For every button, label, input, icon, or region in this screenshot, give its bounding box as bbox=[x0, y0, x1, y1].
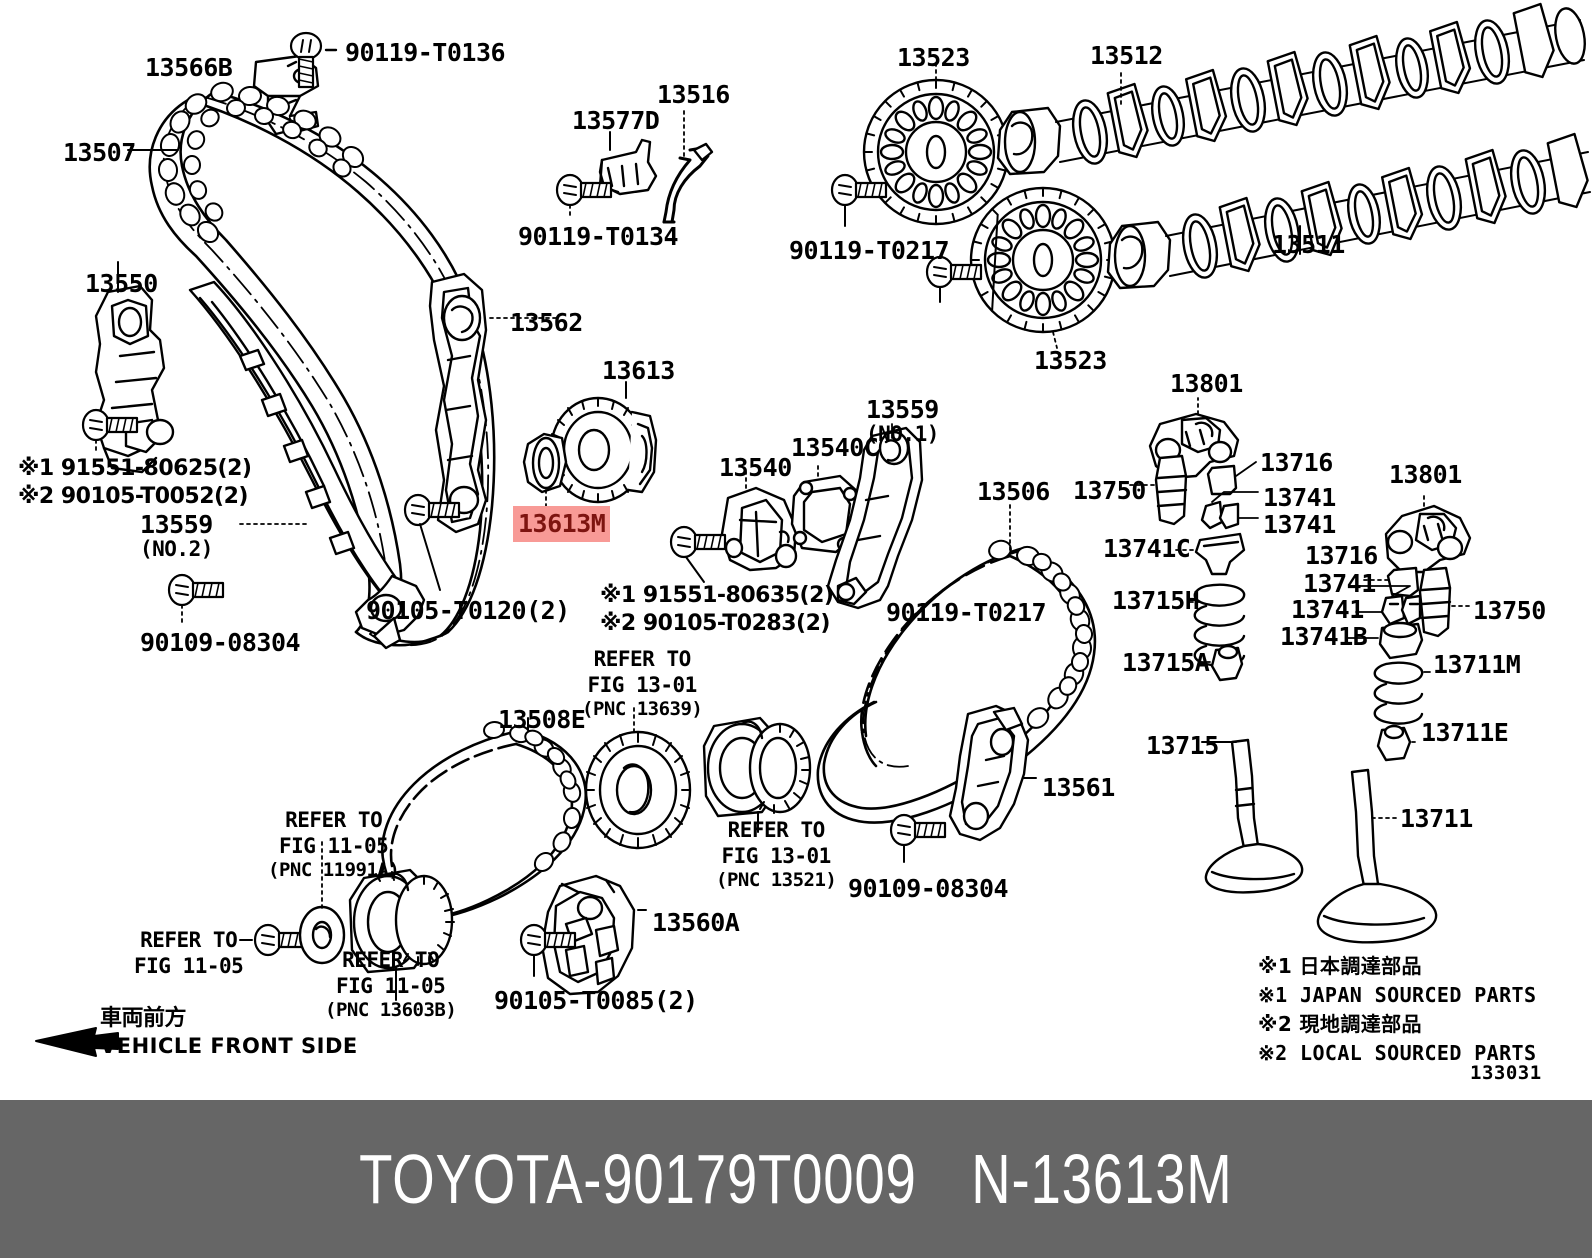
refer-to-figure: FIG 13-01 bbox=[721, 843, 832, 868]
refer-to-line-1: REFER TO bbox=[342, 948, 440, 972]
part-label-13801[interactable]: 13801 bbox=[1170, 369, 1243, 398]
part-label-90109-08304[interactable]: 90109-08304 bbox=[848, 874, 1009, 903]
legend-line-1: ※1 日本調達部品 bbox=[1258, 954, 1422, 978]
part-label-90105-t0120-2[interactable]: 90105-T0120(2) bbox=[366, 596, 570, 625]
part-label-13540[interactable]: 13540 bbox=[719, 453, 792, 482]
part-label-13560a[interactable]: 13560A bbox=[652, 908, 740, 937]
vehicle-front-note: 車両前方 VEHICLE FRONT SIDE bbox=[100, 1005, 358, 1059]
asterisk-note-block: ※1 91551-80625(2)※2 90105-T0052(2) bbox=[18, 455, 252, 510]
part-label-13561[interactable]: 13561 bbox=[1042, 773, 1115, 802]
part-label-90109-08304[interactable]: 90109-08304 bbox=[140, 628, 301, 657]
part-label-90119-t0217[interactable]: 90119-T0217 bbox=[789, 236, 950, 265]
part-label-13716[interactable]: 13716 bbox=[1260, 448, 1333, 477]
part-label-13741[interactable]: 13741 bbox=[1263, 510, 1336, 539]
part-label-13741[interactable]: 13741 bbox=[1263, 483, 1336, 512]
footer-ref-code: 13613M bbox=[1030, 1140, 1233, 1218]
part-label-13508e[interactable]: 13508E bbox=[498, 705, 586, 734]
refer-to-pnc: (PNC 11991A) bbox=[268, 859, 400, 882]
refer-to-figure: FIG 11-05 bbox=[278, 833, 389, 858]
asterisk-note-line: ※1 91551-80635(2) bbox=[600, 583, 834, 608]
part-label-13506[interactable]: 13506 bbox=[977, 477, 1050, 506]
refer-to-figure: FIG 11-05 bbox=[335, 973, 446, 998]
legend-line-3: ※2 現地調達部品 bbox=[1258, 1012, 1422, 1036]
part-label-13741[interactable]: 13741 bbox=[1303, 569, 1376, 598]
legend-line-4: ※2 LOCAL SOURCED PARTS bbox=[1258, 1041, 1537, 1065]
legend-line-2: ※1 JAPAN SOURCED PARTS bbox=[1258, 983, 1537, 1007]
refer-to-line-1: REFER TO bbox=[140, 928, 238, 952]
part-label-13507[interactable]: 13507 bbox=[63, 138, 136, 167]
part-label-13750[interactable]: 13750 bbox=[1073, 476, 1146, 505]
part-label-13566b[interactable]: 13566B bbox=[145, 53, 233, 82]
part-label-qualifier: (NO.2) bbox=[140, 537, 213, 562]
refer-to-pnc: (PNC 13603B) bbox=[325, 999, 457, 1022]
part-label-13511[interactable]: 13511 bbox=[1272, 230, 1345, 259]
part-label-13523[interactable]: 13523 bbox=[897, 43, 970, 72]
part-label-13577d[interactable]: 13577D bbox=[572, 106, 660, 135]
part-label-13741[interactable]: 13741 bbox=[1291, 595, 1364, 624]
part-label-13559[interactable]: 13559 bbox=[866, 395, 939, 424]
asterisk-note-block: ※1 91551-80635(2)※2 90105-T0283(2) bbox=[600, 582, 834, 637]
part-label-13716[interactable]: 13716 bbox=[1305, 541, 1378, 570]
part-label-13523[interactable]: 13523 bbox=[1034, 346, 1107, 375]
part-label-90119-t0134[interactable]: 90119-T0134 bbox=[518, 222, 679, 251]
vehicle-front-note-en: VEHICLE FRONT SIDE bbox=[100, 1033, 358, 1058]
refer-to-pnc: (PNC 13639) bbox=[582, 698, 703, 721]
part-label-13711[interactable]: 13711 bbox=[1400, 804, 1473, 833]
refer-to-line-1: REFER TO bbox=[593, 647, 692, 671]
asterisk-note-line: ※2 90105-T0052(2) bbox=[18, 483, 248, 509]
part-label-13540c[interactable]: 13540C bbox=[791, 433, 879, 462]
diagram-artwork bbox=[35, 2, 1591, 1057]
part-label-13715h[interactable]: 13715H bbox=[1112, 586, 1200, 615]
part-label-90119-t0217[interactable]: 90119-T0217 bbox=[886, 598, 1047, 627]
footer-dash-1: - bbox=[583, 1140, 603, 1218]
footer-dash-2: - bbox=[1011, 1140, 1031, 1218]
sourcing-legend: ※1 日本調達部品 ※1 JAPAN SOURCED PARTS ※2 現地調達… bbox=[1258, 952, 1536, 1068]
part-label-13613[interactable]: 13613 bbox=[602, 356, 675, 385]
vehicle-front-note-jp: 車両前方 bbox=[100, 1006, 187, 1031]
refer-to-pnc: (PNC 13521) bbox=[716, 869, 837, 892]
part-label-13550[interactable]: 13550 bbox=[85, 269, 158, 298]
footer-brand: TOYOTA bbox=[359, 1140, 584, 1218]
part-label-13750[interactable]: 13750 bbox=[1473, 596, 1546, 625]
part-label-13741b[interactable]: 13741B bbox=[1280, 622, 1368, 651]
footer-ref-prefix: N bbox=[971, 1140, 1012, 1218]
footer-part-number: 90179T0009 bbox=[602, 1140, 917, 1218]
part-label-13512[interactable]: 13512 bbox=[1090, 41, 1163, 70]
part-label-13711m[interactable]: 13711M bbox=[1433, 650, 1521, 679]
part-label-13562[interactable]: 13562 bbox=[510, 308, 583, 337]
part-label-13741c[interactable]: 13741C bbox=[1103, 534, 1191, 563]
refer-to-line-1: REFER TO bbox=[285, 808, 383, 832]
refer-to-figure: FIG 11-05 bbox=[134, 953, 244, 978]
part-label-qualifier: (NO.1) bbox=[866, 422, 939, 447]
part-label-90105-t0085-2[interactable]: 90105-T0085(2) bbox=[494, 986, 698, 1015]
asterisk-note-line: ※1 91551-80625(2) bbox=[18, 456, 252, 481]
part-label-13715a[interactable]: 13715A bbox=[1122, 648, 1210, 677]
part-label-13801[interactable]: 13801 bbox=[1389, 460, 1462, 489]
part-label-13715[interactable]: 13715 bbox=[1146, 731, 1219, 760]
part-label-group-13559: 13559(NO.1) bbox=[866, 395, 939, 447]
part-label-13516[interactable]: 13516 bbox=[657, 80, 730, 109]
refer-to-line-1: REFER TO bbox=[727, 818, 826, 842]
part-label-13711e[interactable]: 13711E bbox=[1421, 718, 1509, 747]
asterisk-note-line: ※2 90105-T0283(2) bbox=[600, 610, 830, 636]
diagram-number: 133031 bbox=[1470, 1062, 1542, 1084]
part-label-13559[interactable]: 13559 bbox=[140, 510, 213, 539]
refer-to-figure: FIG 13-01 bbox=[587, 672, 698, 697]
highlighted-part-label[interactable]: 13613M bbox=[513, 506, 611, 542]
part-label-90119-t0136[interactable]: 90119-T0136 bbox=[345, 38, 506, 67]
part-label-group-13559: 13559(NO.2) bbox=[140, 510, 213, 562]
